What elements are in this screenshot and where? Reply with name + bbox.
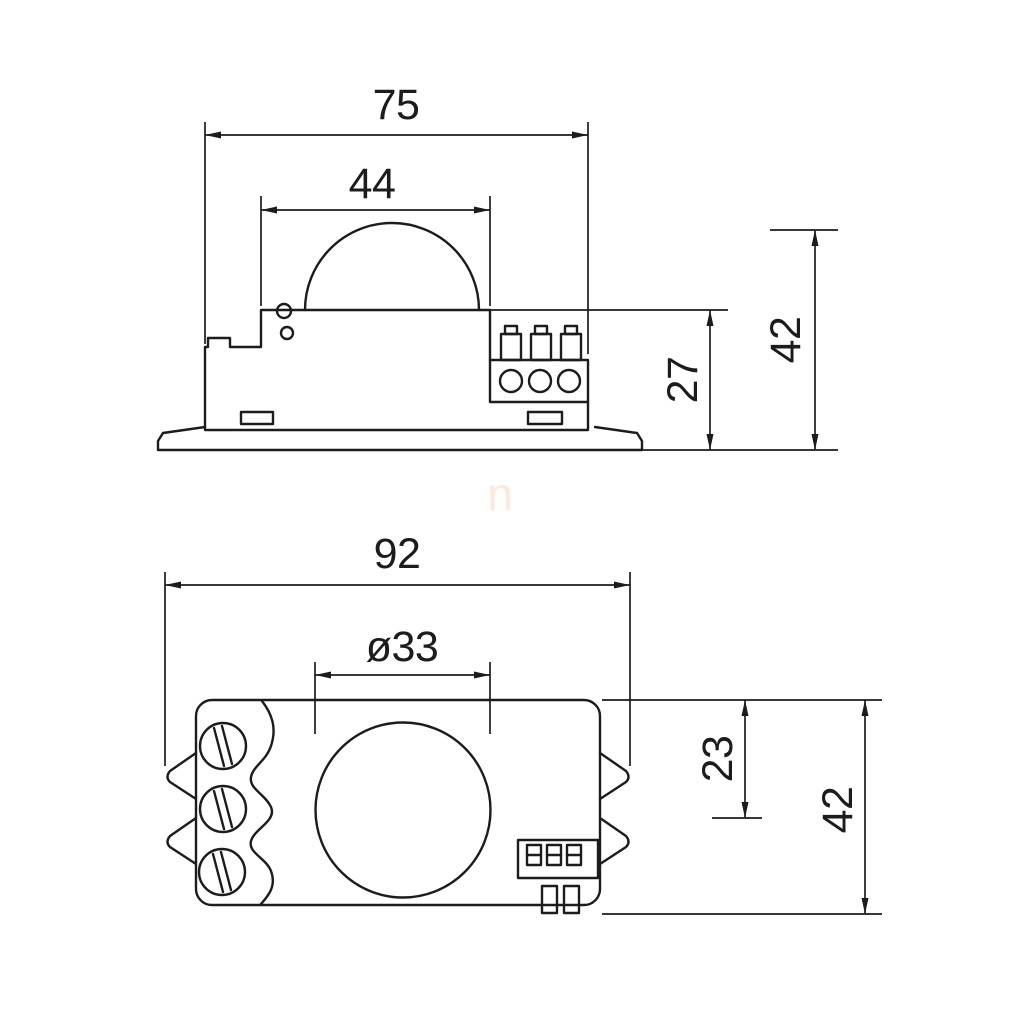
- dim-75-label: 75: [373, 81, 420, 129]
- plan-screw-2-slot-a: [212, 789, 226, 831]
- pin-3-cap: [563, 324, 579, 336]
- dim-d33: ø33: [314, 623, 491, 734]
- dim-d33-label: ø33: [366, 623, 439, 671]
- dim-42-side-label: 42: [762, 317, 810, 364]
- plan-screw-1: [198, 721, 248, 771]
- plan-terminal-screws: [197, 721, 248, 897]
- pin-2-cap: [533, 324, 549, 336]
- dim-92: 92: [164, 530, 631, 766]
- connector-tab-1: [540, 884, 559, 915]
- plan-screw-3: [197, 847, 247, 897]
- wing-right-upper: [598, 751, 630, 801]
- dim-23-label: 23: [694, 736, 742, 783]
- dim-27-label: 27: [659, 357, 707, 404]
- plan-connector-block: [516, 838, 600, 915]
- dim-44-label: 44: [349, 160, 396, 208]
- connector-outline: [516, 838, 600, 880]
- terminal-area-divider: [249, 699, 275, 906]
- dim-92-label: 92: [374, 530, 421, 578]
- terminal-screw-1: [498, 368, 524, 394]
- wing-left-upper: [166, 751, 198, 801]
- adjuster-circle: [279, 325, 295, 341]
- foot-right: [526, 410, 564, 426]
- dim-42-side: 42: [642, 229, 838, 451]
- dim-23: 23: [602, 699, 882, 819]
- connector-tab-2: [562, 884, 581, 915]
- pin-1: [499, 332, 523, 362]
- dim-42-plan-label: 42: [814, 787, 862, 834]
- terminal-screw-2: [527, 368, 553, 394]
- side-housing-outline: [203, 308, 590, 432]
- pin-1-cap: [503, 324, 519, 336]
- plan-housing-outline: [194, 698, 602, 907]
- base-plate: [156, 425, 644, 452]
- sensor-dome: [303, 221, 481, 312]
- plan-screw-2: [198, 784, 248, 834]
- dim-42-plan: 42: [602, 700, 882, 915]
- plan-view: 92 ø33 23 42: [164, 530, 882, 915]
- foot-left: [239, 410, 275, 426]
- dim-44: 44: [260, 160, 491, 306]
- lens-circle: [314, 721, 492, 899]
- pin-3: [559, 332, 583, 362]
- led-indicator-circle: [275, 302, 293, 320]
- terminal-screw-3: [556, 368, 582, 394]
- watermark-text: n: [487, 468, 513, 520]
- wing-left-lower: [166, 816, 198, 866]
- plan-screw-1-slot-a: [212, 726, 226, 768]
- dim-75: 75: [204, 81, 589, 354]
- terminal-block-outline: [488, 358, 590, 404]
- pin-2: [529, 332, 553, 362]
- plan-screw-3-slot-a: [211, 852, 225, 894]
- dim-27: 27: [490, 309, 728, 450]
- plan-screw-3-slot-b: [219, 850, 233, 892]
- wing-right-lower: [598, 816, 630, 866]
- plan-screw-1-slot-b: [220, 724, 234, 766]
- plan-screw-2-slot-b: [220, 787, 234, 829]
- side-view: 75 44 27 42: [156, 81, 838, 452]
- terminal-pins: [499, 324, 583, 362]
